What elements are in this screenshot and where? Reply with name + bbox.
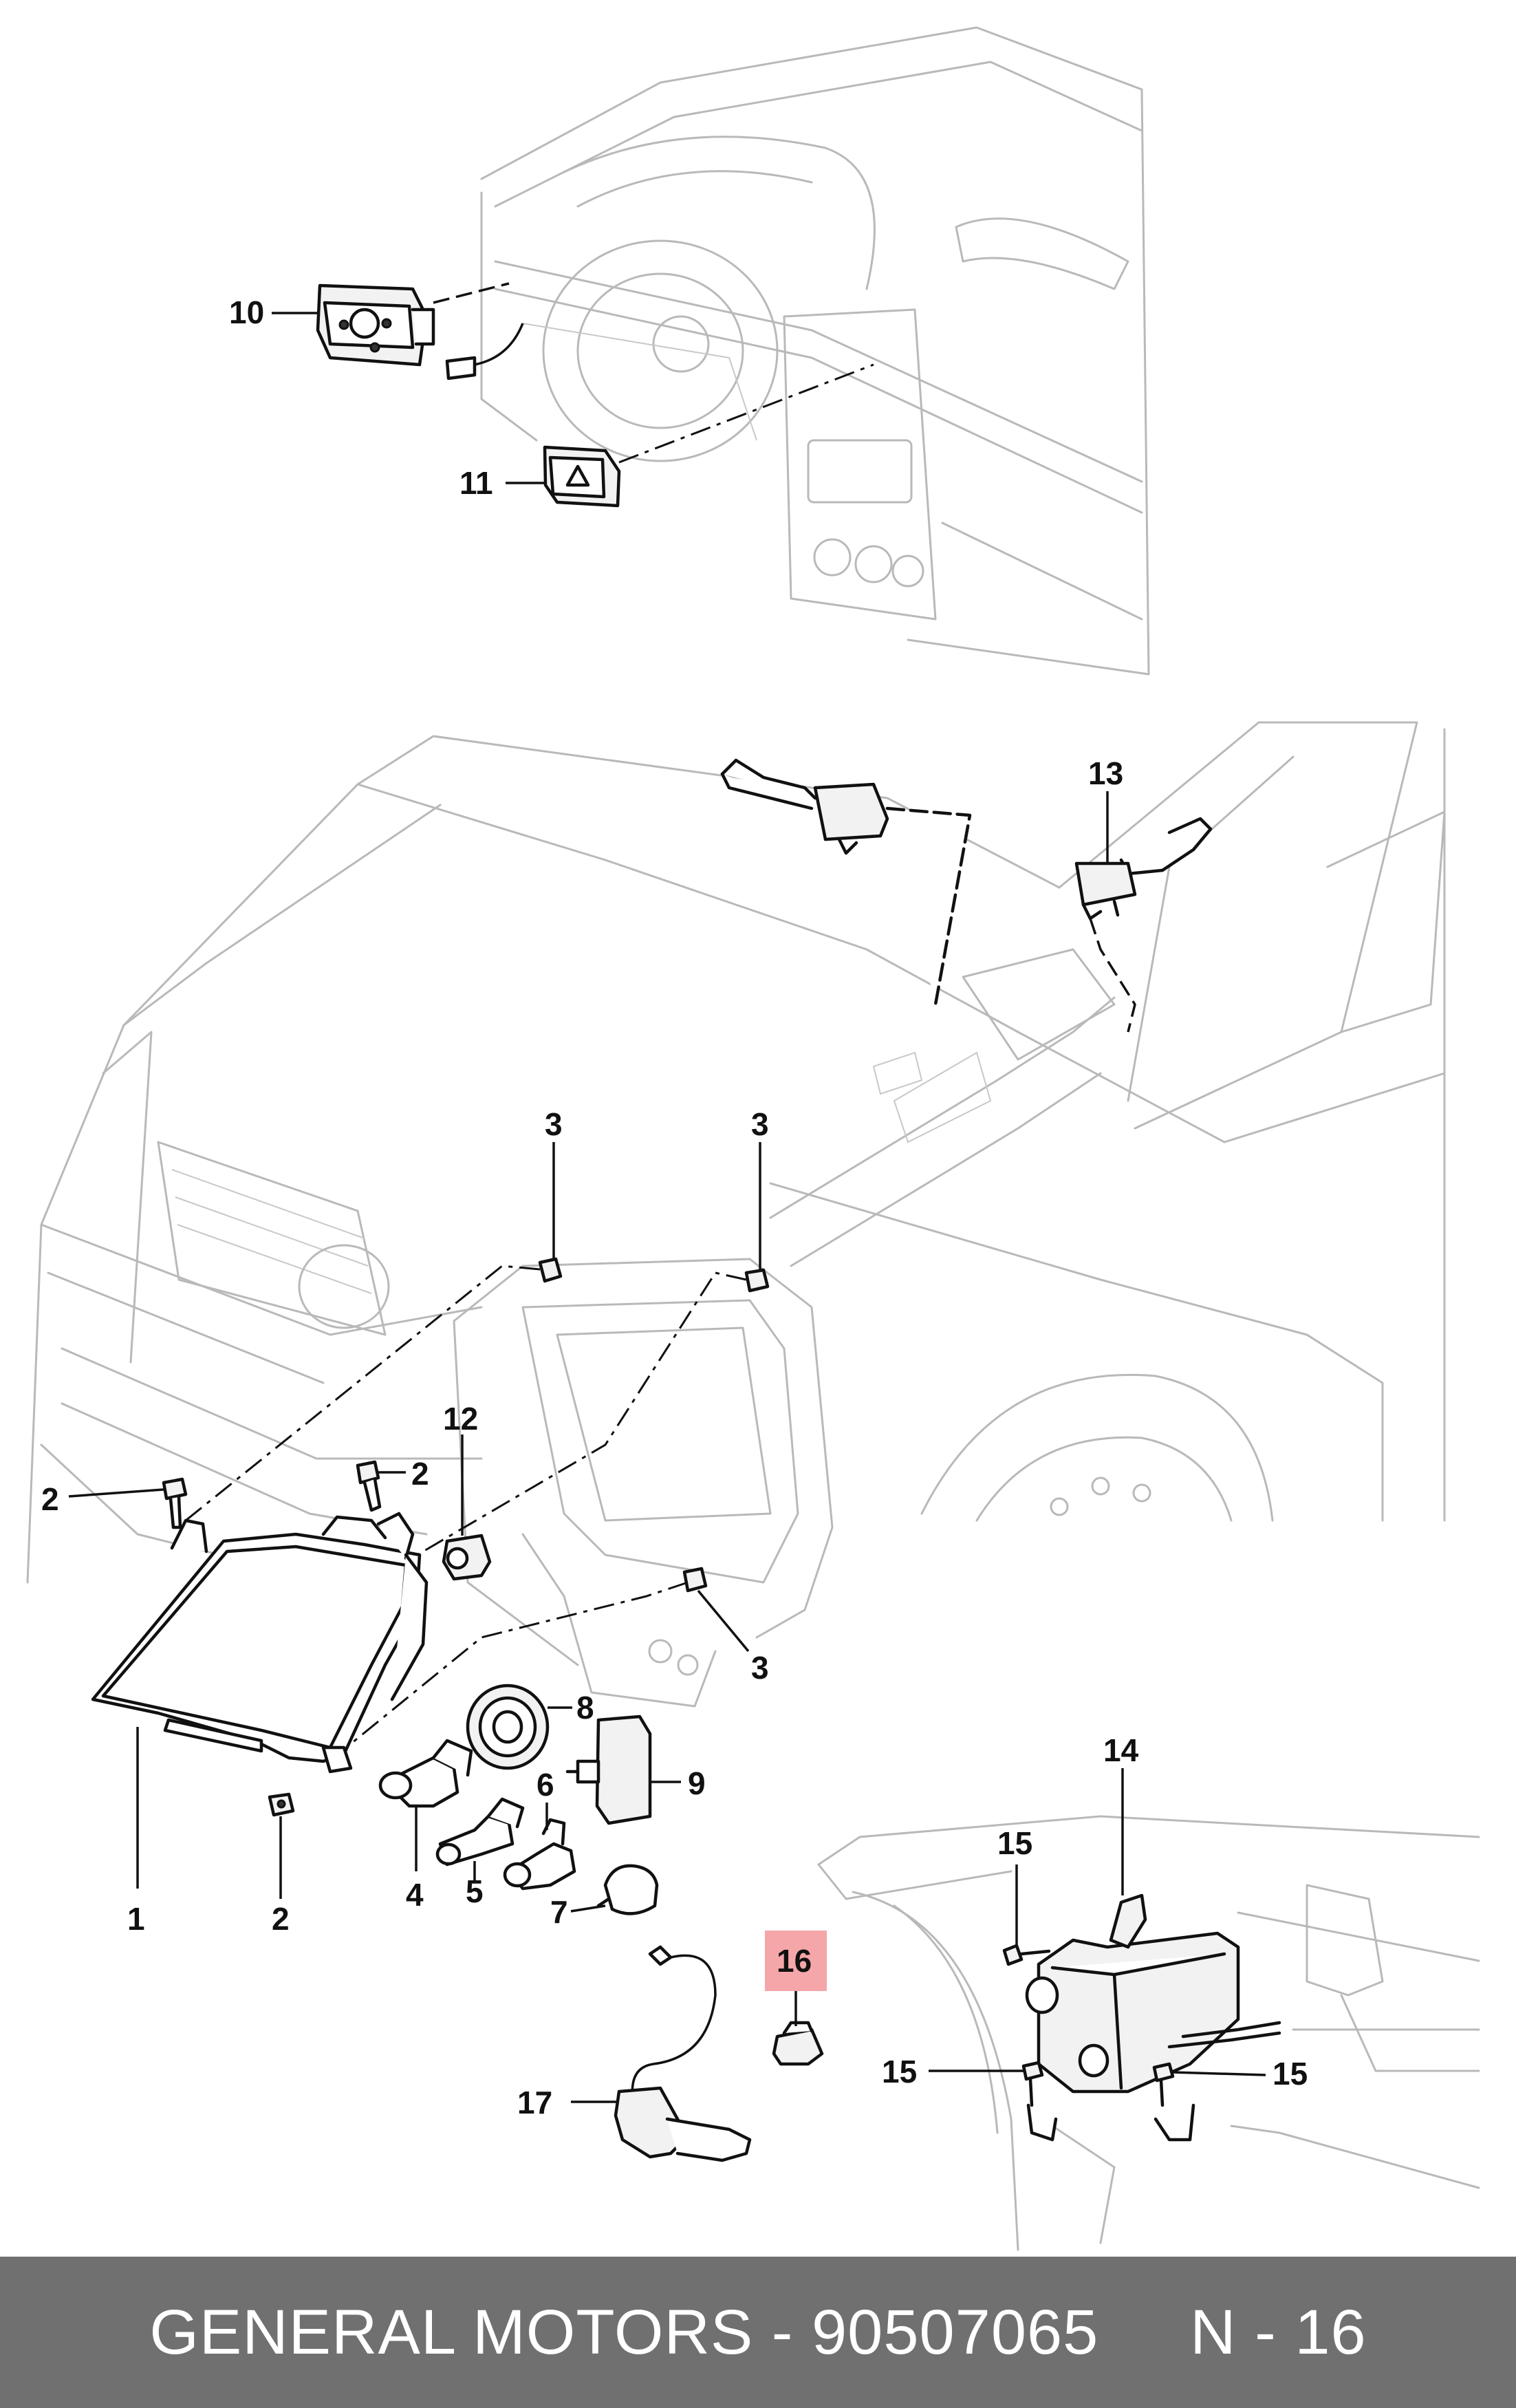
callout-8: 8 (576, 1690, 594, 1726)
parts-diagram: 10 11 (26, 26, 1480, 2251)
bulb-part-6 (503, 1818, 576, 1891)
bulb-part-5 (435, 1797, 525, 1867)
callout-6: 6 (537, 1767, 554, 1803)
callout-5: 5 (466, 1873, 484, 1909)
car-front-outline (26, 721, 1446, 1708)
wheel-arch-outline (817, 1815, 1480, 2251)
clip-part-3a (185, 1257, 563, 1522)
indicator-switch (720, 758, 972, 1007)
wiper-switch-part-13 (1074, 817, 1213, 1033)
callout-7: 7 (550, 1894, 568, 1930)
footer-part-reference: GENERAL MOTORS - 90507065 N - 16 (149, 2297, 1367, 2367)
control-unit-part-9 (565, 1714, 652, 1825)
callout-17: 17 (517, 2085, 552, 2120)
screw-part-2b (356, 1460, 382, 1512)
callout-16-highlight (765, 1931, 827, 1991)
light-switch-part-10 (316, 282, 524, 380)
leader-2a (68, 1488, 164, 1498)
callout-16: 16 (777, 1943, 812, 1979)
screw-part-15c (1152, 2062, 1195, 2142)
bulb-part-4 (378, 1739, 473, 1808)
callout-15a: 15 (997, 1825, 1032, 1861)
callout-9: 9 (688, 1765, 706, 1801)
callout-15b: 15 (882, 2054, 917, 2089)
bulb-socket-part-16 (772, 2021, 824, 2066)
callout-3b: 3 (751, 1106, 769, 1142)
callout-2b: 2 (411, 1456, 429, 1492)
headlamp-part-1 (91, 1512, 429, 1774)
callout-2c: 2 (272, 1901, 290, 1937)
bulb-holder-part-12 (442, 1534, 492, 1581)
leader-15c (1172, 2071, 1266, 2076)
callout-15c: 15 (1273, 2056, 1308, 2092)
dashboard-outline (480, 26, 1150, 676)
screw-part-15b (1021, 2061, 1058, 2142)
leader-7 (570, 1904, 606, 1913)
footer-bar: GENERAL MOTORS - 90507065 N - 16 (0, 2257, 1516, 2408)
hazard-switch-part-11 (543, 363, 874, 508)
callout-1: 1 (127, 1901, 145, 1937)
callout-11: 11 (459, 465, 493, 501)
callout-13: 13 (1088, 755, 1123, 791)
clip-part-3b (323, 1268, 770, 1611)
reservoir-part-14 (1025, 1893, 1281, 2094)
callout-4: 4 (406, 1877, 424, 1913)
screw-part-2c (268, 1792, 295, 1817)
leader-3c (697, 1589, 750, 1653)
screw-part-15a (1002, 1944, 1051, 1966)
bulb-part-7 (596, 1864, 659, 1915)
cover-cap-part-8 (466, 1684, 550, 1770)
callout-3a: 3 (545, 1106, 563, 1142)
harness-part-17 (614, 1945, 752, 2162)
clip-part-3c (333, 1567, 708, 1759)
callout-3c: 3 (751, 1650, 769, 1686)
screw-part-2a (162, 1477, 188, 1529)
callout-14: 14 (1103, 1732, 1139, 1768)
callout-12: 12 (443, 1401, 478, 1437)
callout-2a: 2 (41, 1481, 59, 1517)
callout-10: 10 (229, 294, 264, 330)
